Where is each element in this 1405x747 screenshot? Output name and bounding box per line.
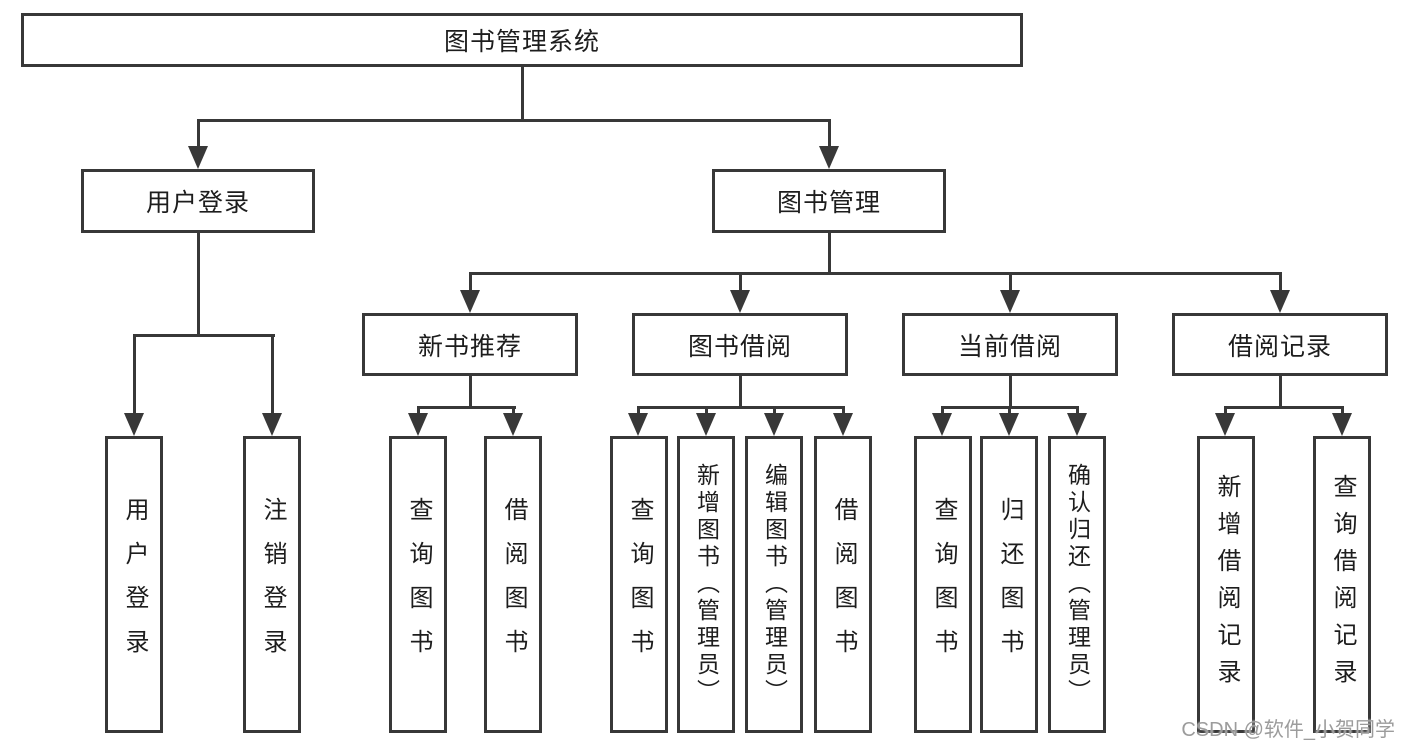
connector-line — [469, 376, 472, 409]
connector-line — [1279, 272, 1282, 292]
connector-line — [1341, 406, 1344, 416]
connector-line — [773, 406, 776, 416]
arrow-down-icon — [1215, 413, 1235, 436]
node-label: 新增图书（管理员） — [693, 463, 720, 706]
leaf-return-books: 归还图书 — [980, 436, 1038, 733]
connector-line — [271, 334, 274, 414]
node-label: 图书管理系统 — [443, 28, 600, 56]
connector-line — [197, 233, 200, 337]
leaf-query-books: 查询图书 — [914, 436, 972, 733]
node-label: 用户登录 — [145, 189, 250, 217]
connector-line — [1224, 406, 1227, 416]
arrow-down-icon — [819, 146, 839, 169]
leaf-logout: 注销登录 — [243, 436, 301, 733]
node-new-book-recommend: 新书推荐 — [362, 313, 578, 376]
node-label: 注销登录 — [259, 496, 286, 673]
leaf-borrow-books: 借阅图书 — [814, 436, 872, 733]
node-label: 确认归还（管理员） — [1064, 463, 1091, 706]
connector-line — [1076, 406, 1079, 416]
node-label: 查询图书 — [405, 496, 432, 673]
connector-line — [417, 406, 516, 409]
node-book-management: 图书管理 — [712, 169, 946, 233]
arrow-down-icon — [999, 413, 1019, 436]
arrow-down-icon — [1332, 413, 1352, 436]
connector-line — [637, 406, 640, 416]
arrow-down-icon — [764, 413, 784, 436]
node-label: 查询图书 — [626, 496, 653, 673]
connector-line — [739, 272, 742, 292]
node-current-borrowing: 当前借阅 — [902, 313, 1118, 376]
connector-line — [637, 406, 845, 409]
node-label: 借阅图书 — [830, 496, 857, 673]
node-library-management-system: 图书管理系统 — [21, 13, 1023, 67]
node-label: 图书管理 — [776, 189, 881, 217]
arrow-down-icon — [408, 413, 428, 436]
csdn-watermark: CSDN @软件_小贺同学 — [1181, 719, 1395, 741]
node-label: 用户登录 — [121, 496, 148, 673]
arrow-down-icon — [1067, 413, 1087, 436]
connector-line — [828, 119, 831, 148]
leaf-query-borrow-record: 查询借阅记录 — [1313, 436, 1371, 733]
connector-line — [1008, 406, 1011, 416]
connector-line — [469, 272, 472, 292]
arrow-down-icon — [1000, 290, 1020, 313]
leaf-add-borrow-record: 新增借阅记录 — [1197, 436, 1255, 733]
arrow-down-icon — [833, 413, 853, 436]
connector-line — [197, 119, 831, 122]
node-label: 借阅图书 — [500, 496, 527, 673]
node-label: 当前借阅 — [957, 332, 1062, 361]
leaf-add-book-admin: 新增图书（管理员） — [677, 436, 735, 733]
leaf-edit-book-admin: 编辑图书（管理员） — [745, 436, 803, 733]
arrow-down-icon — [503, 413, 523, 436]
node-label: 编辑图书（管理员） — [761, 463, 788, 706]
arrow-down-icon — [1270, 290, 1290, 313]
arrow-down-icon — [932, 413, 952, 436]
connector-line — [739, 376, 742, 409]
connector-line — [828, 233, 831, 275]
connector-line — [1009, 376, 1012, 409]
connector-line — [1279, 376, 1282, 409]
node-label: 归还图书 — [996, 496, 1023, 673]
node-label: 新增借阅记录 — [1213, 473, 1240, 696]
arrow-down-icon — [262, 413, 282, 436]
node-label: 借阅记录 — [1227, 332, 1332, 361]
leaf-confirm-return-admin: 确认归还（管理员） — [1048, 436, 1106, 733]
connector-line — [417, 406, 420, 416]
connector-line — [842, 406, 845, 416]
node-label: 查询借阅记录 — [1329, 473, 1356, 696]
connector-line — [1009, 272, 1012, 292]
arrow-down-icon — [730, 290, 750, 313]
connector-line — [1224, 406, 1344, 409]
node-label: 新书推荐 — [417, 332, 522, 361]
connector-line — [133, 334, 275, 337]
arrow-down-icon — [628, 413, 648, 436]
connector-line — [705, 406, 708, 416]
connector-line — [512, 406, 515, 416]
node-book-borrowing: 图书借阅 — [632, 313, 848, 376]
arrow-down-icon — [696, 413, 716, 436]
connector-line — [469, 272, 1282, 275]
arrow-down-icon — [460, 290, 480, 313]
node-label: 查询图书 — [930, 496, 957, 673]
connector-line — [133, 334, 136, 414]
leaf-borrow-books: 借阅图书 — [484, 436, 542, 733]
leaf-user-login: 用户登录 — [105, 436, 163, 733]
connector-line — [521, 67, 524, 121]
node-user-login: 用户登录 — [81, 169, 315, 233]
leaf-query-books: 查询图书 — [389, 436, 447, 733]
connector-line — [941, 406, 944, 416]
connector-line — [197, 119, 200, 148]
node-borrowing-records: 借阅记录 — [1172, 313, 1388, 376]
leaf-query-books: 查询图书 — [610, 436, 668, 733]
arrow-down-icon — [188, 146, 208, 169]
node-label: 图书借阅 — [687, 332, 792, 361]
arrow-down-icon — [124, 413, 144, 436]
